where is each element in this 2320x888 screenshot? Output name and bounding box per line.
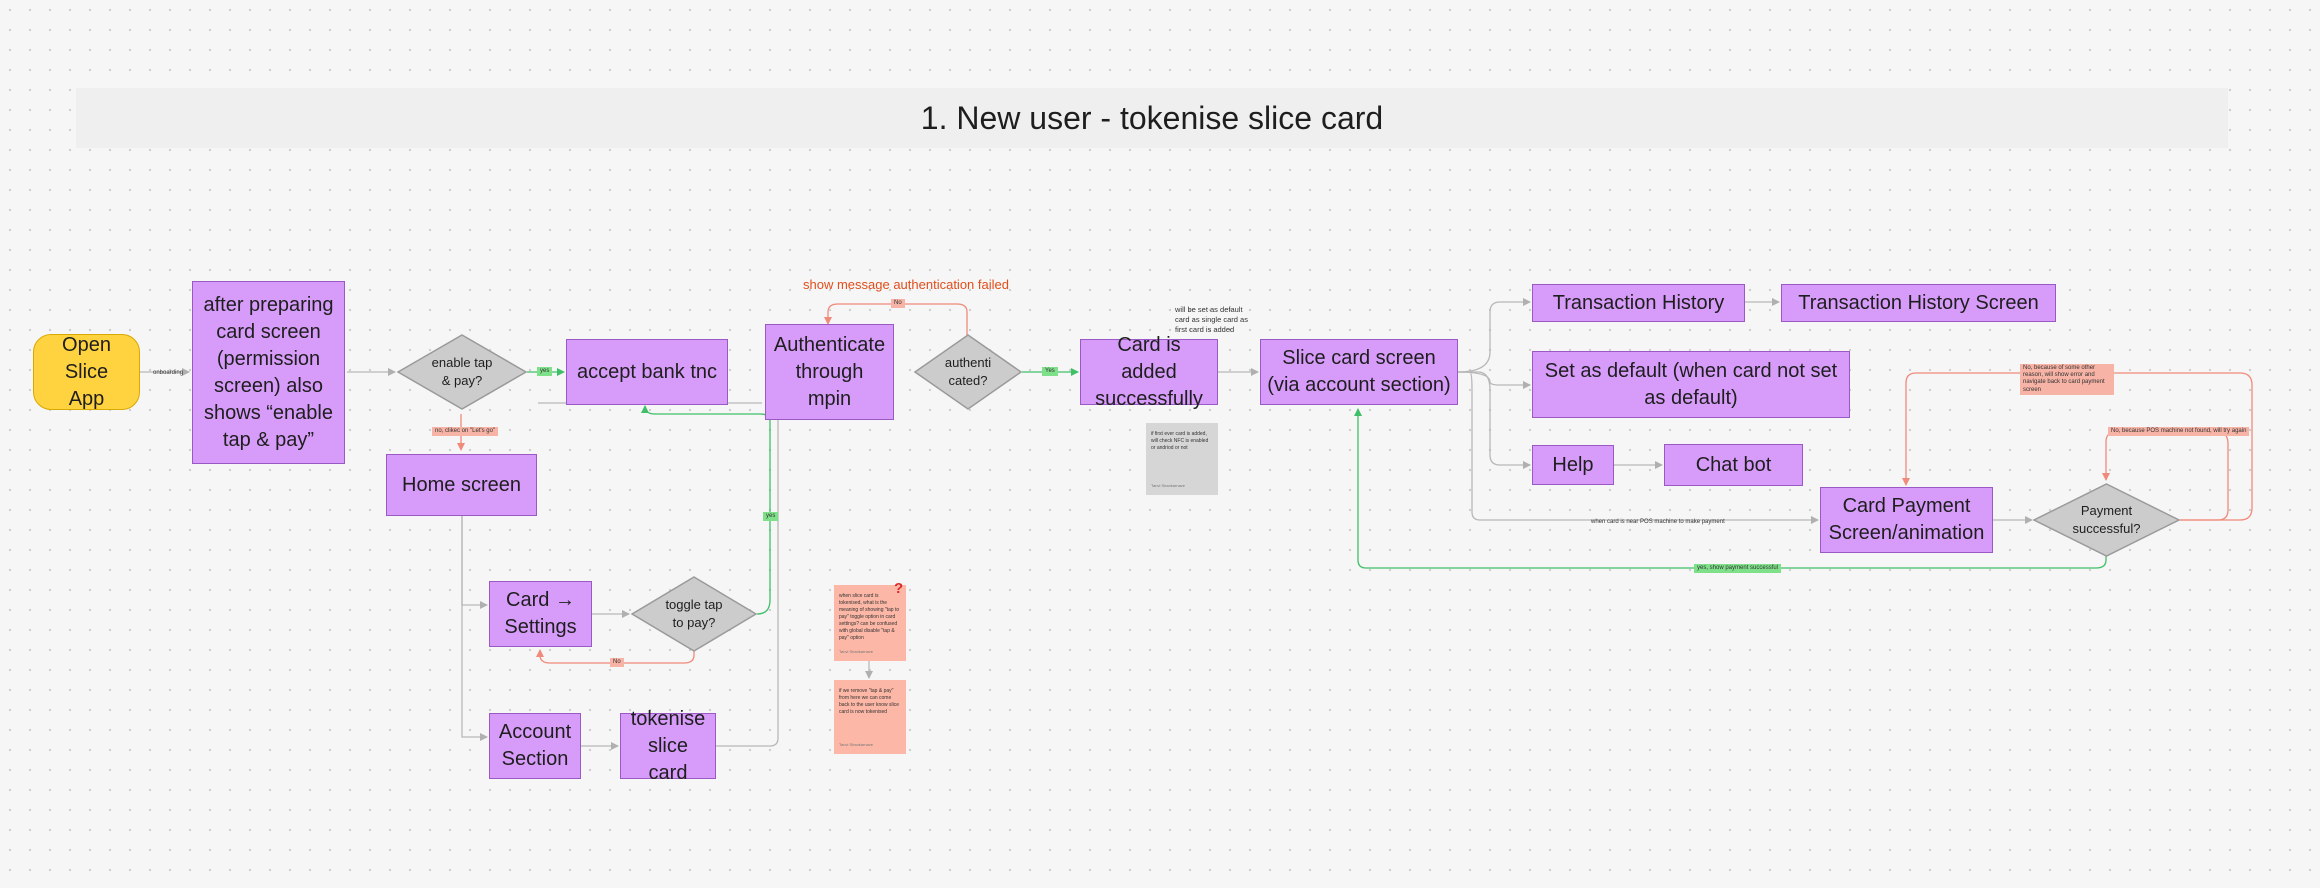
accept-tnc-label: accept bank tnc — [576, 360, 718, 383]
edge-tokenise-up — [716, 420, 779, 747]
help-label: Help — [1552, 453, 1594, 476]
default-card-note: will be set as default card as single ca… — [1175, 305, 1248, 334]
edge-label-yes-auth: Yes — [1042, 367, 1058, 377]
edge-label-near-pos: when card is near POS machine to make pa… — [1591, 519, 1725, 525]
card-settings-node[interactable]: Card → Settings — [489, 581, 592, 647]
transaction-history-screen-node[interactable]: Transaction History Screen — [1781, 284, 2056, 322]
card-payment-node[interactable]: Card Payment Screen/animation — [1820, 487, 1993, 553]
open-slice-app-label: Open Slice App — [62, 333, 111, 410]
edge-success-slice — [1354, 408, 2107, 569]
edge-label-no-error: No, because of some other reason, will s… — [2020, 364, 2114, 395]
edge-fail-loop — [1902, 372, 2253, 521]
edge-slice-help — [1458, 371, 1531, 469]
edge-slice-default — [1457, 371, 1531, 389]
chat-bot-node[interactable]: Chat bot — [1664, 444, 1803, 486]
tokenise-label: tokenise slice card — [630, 707, 706, 784]
card-settings-label: Card → Settings — [504, 589, 577, 638]
account-section-label: Account Section — [498, 721, 572, 770]
home-screen-node[interactable]: Home screen — [386, 454, 537, 516]
edge-label-onboarding: onboarding — [153, 370, 184, 376]
help-node[interactable]: Help — [1532, 445, 1614, 485]
set-default-label: Set as default (when card not set as def… — [1544, 359, 1838, 409]
open-slice-app-node[interactable]: Open Slice App — [33, 334, 140, 410]
prepare-card-node[interactable]: after preparing card screen (permission … — [192, 281, 345, 464]
authenticate-node[interactable]: Authenticate through mpin — [765, 324, 894, 420]
transaction-history-label: Transaction History — [1552, 291, 1725, 314]
card-added-node[interactable]: Card is added successfully — [1080, 334, 1218, 410]
set-default-node[interactable]: Set as default (when card not set as def… — [1532, 351, 1850, 418]
page-title: 1. New user - tokenise slice card — [76, 88, 2228, 148]
edge-label-no-pos: No, because POS machine not found, will … — [2108, 427, 2250, 437]
question-mark-icon: ? — [894, 580, 904, 597]
edge-slice-payment — [1458, 371, 1819, 524]
edge-label-yes-toggle: yes — [763, 512, 779, 522]
account-section-node[interactable]: Account Section — [489, 713, 581, 779]
enable-tap-decision[interactable]: enable tap & pay? — [397, 334, 527, 410]
edge-label-yes: yes — [537, 367, 553, 377]
toggle-tap-decision[interactable]: toggle tap to pay? — [631, 576, 757, 652]
edge-label-no-toggle: No — [610, 658, 624, 668]
tokenise-node[interactable]: tokenise slice card — [620, 708, 716, 784]
toggle-tap-label: toggle tap to pay? — [665, 597, 723, 630]
prepare-card-label: after preparing card screen (permission … — [203, 293, 334, 451]
edge-label-yes-success: yes, show payment successful — [1694, 564, 1782, 574]
transaction-history-screen-label: Transaction History Screen — [1798, 291, 2039, 314]
payment-successful-decision[interactable]: Payment successful? — [2033, 483, 2180, 557]
note-author: Tanvi Shankarnave — [839, 649, 874, 655]
note-author: Tanvi Shankarnave — [839, 742, 874, 748]
edge-label-no-clicked: no, clikec on "Let's go" — [432, 427, 499, 437]
edge-slice-th — [1457, 298, 1531, 373]
card-added-label: Card is added successfully — [1095, 333, 1203, 410]
edge-home-card — [461, 516, 488, 609]
card-payment-label: Card Payment Screen/animation — [1828, 495, 1985, 544]
toggle-question-text: when slice card is tokenised, what is th… — [839, 593, 900, 641]
auth-failed-message: show message authentication failed — [803, 277, 1009, 292]
enable-tap-label: enable tap & pay? — [431, 355, 493, 388]
remove-tap-text: if we remove "tap & pay" from here we ca… — [839, 688, 900, 715]
chat-bot-label: Chat bot — [1695, 453, 1772, 476]
transaction-history-node[interactable]: Transaction History — [1532, 284, 1745, 322]
payment-successful-label: Payment successful? — [2072, 503, 2141, 536]
remove-tap-note: if we remove "tap & pay" from here we ca… — [834, 680, 906, 754]
slice-card-screen-node[interactable]: Slice card screen (via account section) — [1260, 339, 1458, 405]
diamond-shape — [631, 576, 757, 652]
diamond-shape — [2033, 483, 2180, 557]
authenticated-decision[interactable]: authenti cated? — [914, 334, 1022, 410]
edge-label-no-auth: No — [891, 299, 905, 309]
nfc-check-text: if first ever card is added, will check … — [1151, 431, 1209, 451]
diamond-shape — [914, 334, 1022, 410]
slice-card-screen-label: Slice card screen (via account section) — [1267, 347, 1451, 396]
authenticated-label: authenti cated? — [944, 355, 992, 388]
diamond-shape — [397, 334, 527, 410]
accept-tnc-node[interactable]: accept bank tnc — [566, 339, 728, 405]
home-screen-label: Home screen — [402, 473, 521, 496]
toggle-question-note: when slice card is tokenised, what is th… — [834, 585, 906, 661]
authenticate-label: Authenticate through mpin — [773, 333, 886, 410]
note-author: Tanvi Shankarnave — [1151, 483, 1186, 489]
edge-home-account — [461, 516, 488, 741]
nfc-check-note: if first ever card is added, will check … — [1146, 423, 1218, 495]
